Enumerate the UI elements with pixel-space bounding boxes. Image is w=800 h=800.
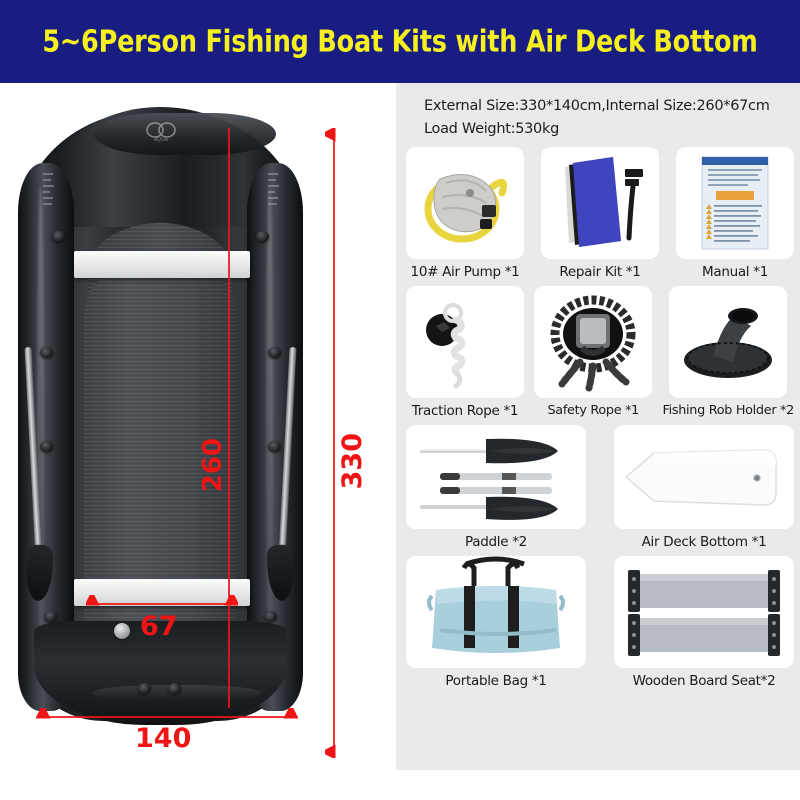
boat-bow: AQUA bbox=[42, 107, 279, 227]
accessory-thumbnail bbox=[406, 556, 586, 668]
air-deck-bottom-icon bbox=[624, 449, 777, 506]
accessories-grid: 10# Air Pump *1 Re bbox=[406, 147, 794, 695]
dimension-label-internal-width: 67 bbox=[140, 611, 178, 642]
paddle-icon bbox=[420, 438, 558, 520]
brand-logo-icon: AQUA bbox=[145, 122, 176, 143]
dimension-label-external-width: 140 bbox=[135, 723, 192, 754]
hull-text-mark-right bbox=[268, 173, 279, 205]
dimension-label-internal-length: 260 bbox=[198, 438, 228, 493]
manual-icon bbox=[701, 156, 769, 250]
d-ring-icon bbox=[44, 611, 57, 622]
d-ring-icon bbox=[40, 441, 53, 452]
boat-air-deck-floor bbox=[84, 261, 236, 691]
accessory-thumbnail bbox=[669, 286, 788, 398]
traction-rope-icon bbox=[426, 303, 466, 389]
title-banner: 5~6Person Fishing Boat Kits with Air Dec… bbox=[0, 0, 800, 83]
accessory-item-air-deck-bottom: Air Deck Bottom *1 bbox=[614, 425, 794, 550]
accessory-thumbnail bbox=[406, 286, 524, 398]
hull-text-mark-left bbox=[43, 173, 54, 205]
accessory-label: Wooden Board Seat*2 bbox=[632, 673, 776, 689]
accessory-item-wooden-board-seat: Wooden Board Seat*2 bbox=[614, 556, 794, 689]
accessory-row: Portable Bag *1 bbox=[406, 556, 794, 689]
page-title: 5~6Person Fishing Boat Kits with Air Dec… bbox=[42, 23, 758, 60]
boat-seat-front bbox=[74, 251, 250, 278]
specification-text: External Size:330*140cm,Internal Size:26… bbox=[424, 95, 784, 141]
tube-highlight bbox=[266, 184, 274, 657]
accessory-thumbnail bbox=[406, 425, 586, 529]
accessory-thumbnail bbox=[614, 425, 794, 529]
d-ring-icon bbox=[264, 611, 277, 622]
accessory-label: Traction Rope *1 bbox=[411, 403, 519, 419]
accessory-row: 10# Air Pump *1 Re bbox=[406, 147, 794, 280]
accessories-panel: External Size:330*140cm,Internal Size:26… bbox=[396, 83, 800, 770]
accessory-row: Paddle *2 Air Deck Bottom *1 bbox=[406, 425, 794, 550]
wooden-board-seat-icon bbox=[628, 570, 780, 656]
tube-highlight bbox=[37, 184, 45, 657]
boat-illustration-area: AQUA bbox=[0, 83, 396, 800]
accessory-label: Fishing Rob Holder *2 bbox=[662, 403, 794, 418]
accessory-item-paddle: Paddle *2 bbox=[406, 425, 586, 550]
accessory-item-manual: Manual *1 bbox=[676, 147, 794, 280]
dimension-arrow-external-length bbox=[325, 128, 336, 758]
svg-text:AQUA: AQUA bbox=[153, 137, 168, 143]
accessory-label: Air Deck Bottom *1 bbox=[641, 534, 767, 550]
d-ring-icon bbox=[40, 347, 53, 358]
accessory-item-fishing-rod-holder: Fishing Rob Holder *2 bbox=[662, 286, 794, 419]
dimension-arrow-external-width bbox=[36, 708, 298, 719]
accessory-label: Safety Rope *1 bbox=[547, 403, 640, 418]
accessory-item-portable-bag: Portable Bag *1 bbox=[406, 556, 586, 689]
spec-size-line: External Size:330*140cm,Internal Size:26… bbox=[424, 98, 770, 114]
accessory-thumbnail bbox=[541, 147, 659, 259]
accessory-label: Paddle *2 bbox=[465, 534, 527, 550]
inflatable-boat-image: AQUA bbox=[18, 107, 303, 725]
accessory-row: Traction Rope *1 bbox=[406, 286, 794, 419]
accessory-label: Portable Bag *1 bbox=[445, 673, 547, 689]
accessory-label: 10# Air Pump *1 bbox=[410, 264, 520, 280]
accessory-item-air-pump: 10# Air Pump *1 bbox=[406, 147, 524, 280]
d-ring-icon bbox=[168, 683, 181, 694]
spec-weight-line: Load Weight:530kg bbox=[424, 121, 559, 137]
d-ring-icon bbox=[256, 231, 269, 242]
dimension-label-external-length: 330 bbox=[337, 433, 368, 490]
accessory-label: Manual *1 bbox=[702, 264, 768, 280]
d-ring-icon bbox=[52, 231, 65, 242]
boat-side-tube-right bbox=[247, 163, 303, 711]
accessory-item-repair-kit: Repair Kit *1 bbox=[541, 147, 659, 280]
dimension-arrow-internal-width bbox=[86, 595, 238, 606]
air-pump-icon bbox=[424, 174, 508, 243]
bow-highlight bbox=[94, 113, 276, 155]
accessory-thumbnail bbox=[406, 147, 524, 259]
d-ring-icon bbox=[268, 441, 281, 452]
accessory-item-safety-rope: Safety Rope *1 bbox=[534, 286, 653, 419]
d-ring-icon bbox=[268, 347, 281, 358]
dimension-line-internal-length bbox=[228, 128, 230, 708]
air-valve-icon bbox=[114, 623, 130, 639]
accessory-label: Repair Kit *1 bbox=[559, 264, 641, 280]
fishing-rod-holder-icon bbox=[684, 308, 773, 378]
accessory-item-traction-rope: Traction Rope *1 bbox=[406, 286, 524, 419]
repair-kit-icon bbox=[565, 157, 643, 247]
accessory-thumbnail bbox=[614, 556, 794, 668]
portable-bag-icon bbox=[427, 556, 565, 653]
d-ring-icon bbox=[138, 683, 151, 694]
accessory-thumbnail bbox=[676, 147, 794, 259]
accessory-thumbnail bbox=[534, 286, 653, 398]
safety-rope-icon bbox=[550, 295, 636, 392]
